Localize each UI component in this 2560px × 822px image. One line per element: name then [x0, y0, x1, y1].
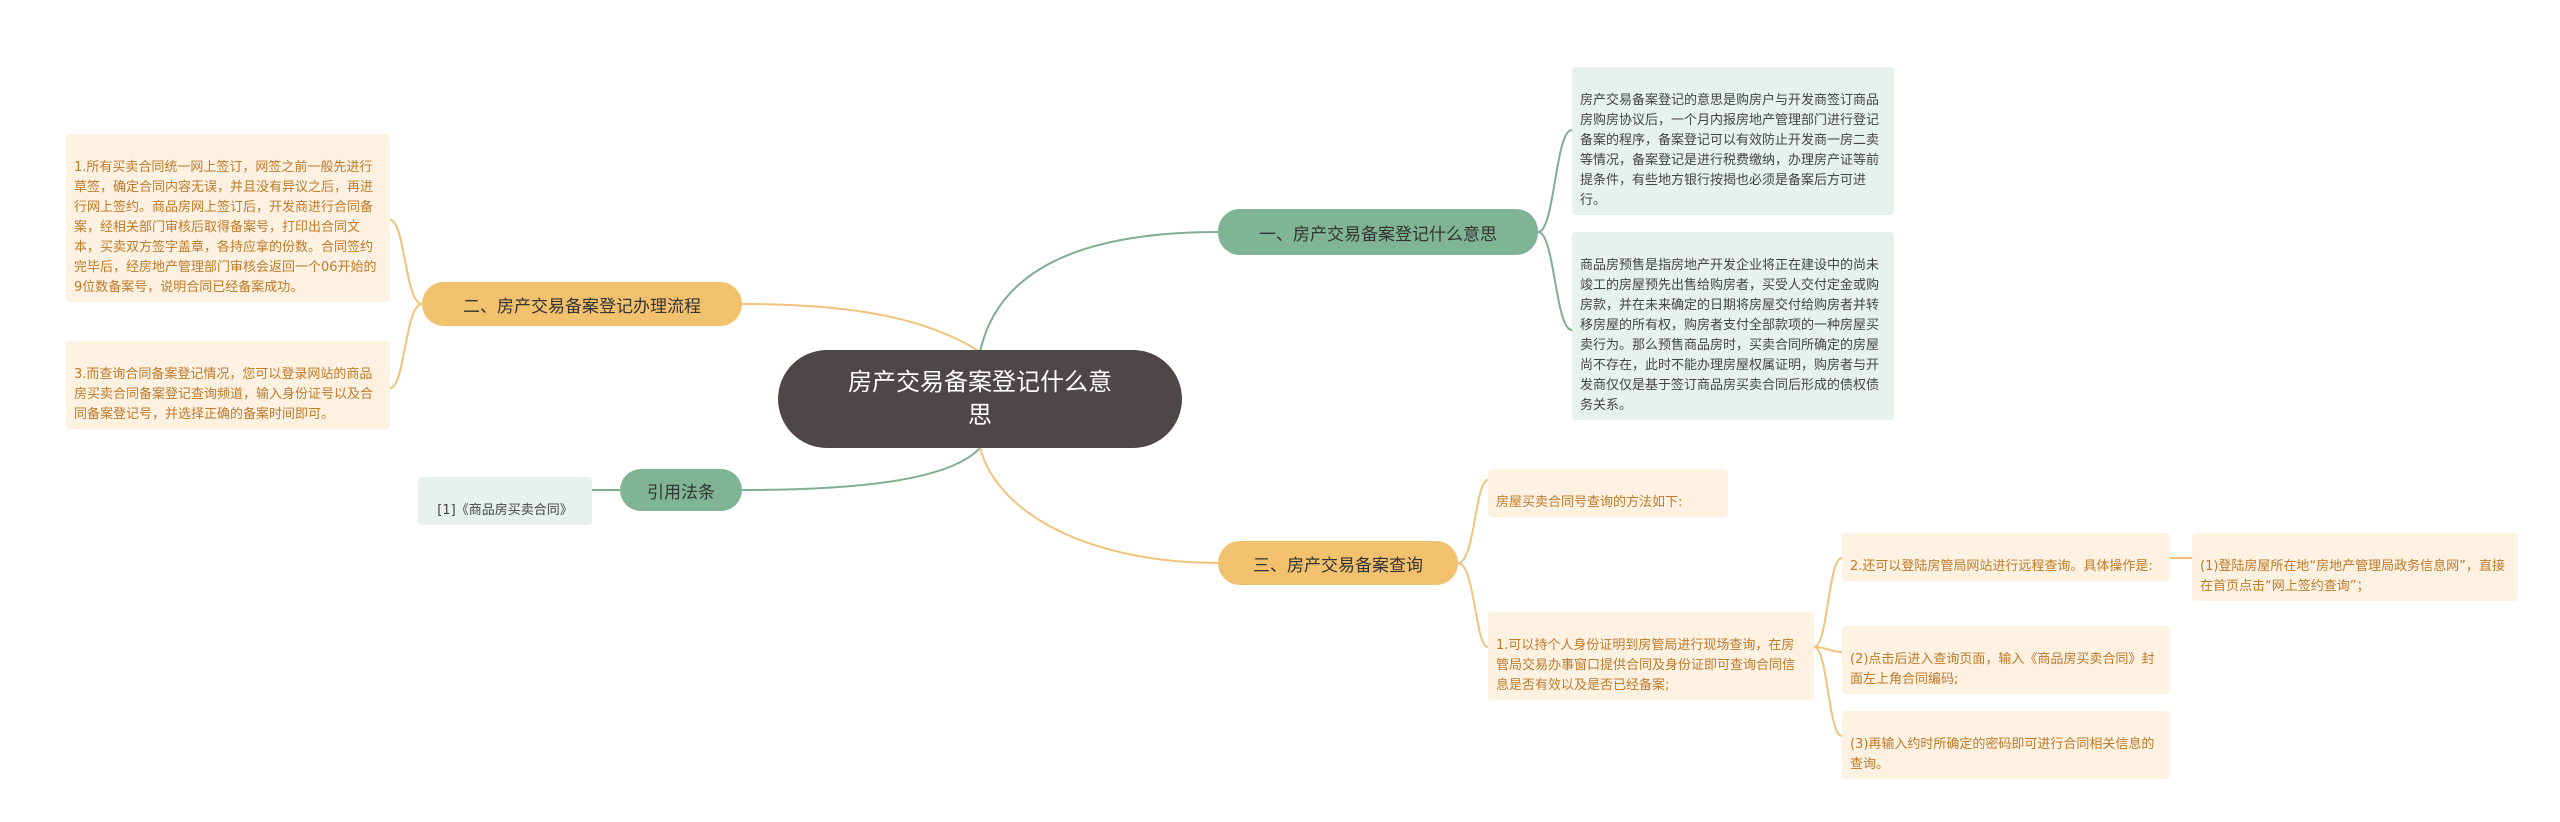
- link-method1-method2: [1813, 557, 1843, 648]
- branch-meaning[interactable]: 一、房产交易备案登记什么意思: [1218, 209, 1538, 255]
- leaf-query-method1: 1.可以持个人身份证明到房管局进行现场查询，在房管局交易办事窗口提供合同及身份证…: [1488, 612, 1814, 700]
- leaf-legal-contract: [1]《商品房买卖合同》: [418, 477, 592, 525]
- branch-query[interactable]: 三、房产交易备案查询: [1218, 541, 1458, 585]
- link-b1-item2: [1537, 231, 1573, 331]
- link-method1-step2: [1813, 646, 1843, 653]
- link-root-b1: [979, 231, 1219, 353]
- leaf-meaning-definition: 房产交易备案登记的意思是购房户与开发商签订商品房购房协议后，一个月内报房地产管理…: [1572, 67, 1894, 215]
- branch-legal-reference[interactable]: 引用法条: [620, 469, 742, 511]
- leaf-query-intro-text: 房屋买卖合同号查询的方法如下:: [1496, 495, 1683, 510]
- leaf-query-step2: (2)点击后进入查询页面，输入《商品房买卖合同》封面左上角合同编码;: [1842, 626, 2170, 694]
- leaf-query-method1-text: 1.可以持个人身份证明到房管局进行现场查询，在房管局交易办事窗口提供合同及身份证…: [1496, 638, 1796, 693]
- root-topic[interactable]: 房产交易备案登记什么意思: [778, 350, 1182, 448]
- link-b4-intro: [1457, 479, 1489, 564]
- branch-query-label: 三、房产交易备案查询: [1253, 555, 1423, 576]
- leaf-process-step3-text: 3.而查询合同备案登记情况，您可以登录网站的商品房买卖合同备案登记查询频道，输入…: [74, 367, 374, 422]
- branch-process-label: 二、房产交易备案登记办理流程: [463, 296, 701, 317]
- link-root-b4: [979, 447, 1219, 564]
- leaf-meaning-presale-text: 商品房预售是指房地产开发企业将正在建设中的尚未竣工的房屋预先出售给购房者，买受人…: [1580, 258, 1880, 413]
- leaf-process-step3: 3.而查询合同备案登记情况，您可以登录网站的商品房买卖合同备案登记查询频道，输入…: [66, 341, 390, 429]
- leaf-query-step1: (1)登陆房屋所在地“房地产管理局政务信息网”，直接在首页点击“网上签约查询”；: [2192, 533, 2518, 601]
- link-method1-step3: [1813, 646, 1843, 737]
- leaf-query-step3: (3)再输入约时所确定的密码即可进行合同相关信息的查询。: [1842, 711, 2170, 779]
- branch-process[interactable]: 二、房产交易备案登记办理流程: [422, 282, 742, 326]
- leaf-query-step2-text: (2)点击后进入查询页面，输入《商品房买卖合同》封面左上角合同编码;: [1850, 652, 2155, 687]
- leaf-query-step3-text: (3)再输入约时所确定的密码即可进行合同相关信息的查询。: [1850, 737, 2155, 772]
- link-b4-method1: [1457, 562, 1489, 648]
- leaf-query-method2-text: 2.还可以登陆房管局网站进行远程查询。具体操作是:: [1850, 559, 2153, 574]
- link-b2-item2: [389, 303, 423, 389]
- link-root-b3: [741, 447, 981, 491]
- leaf-process-step1: 1.所有买卖合同统一网上签订，网签之前一般先进行草签，确定合同内容无误，并且没有…: [66, 134, 390, 302]
- link-b1-item1: [1537, 129, 1573, 233]
- leaf-meaning-definition-text: 房产交易备案登记的意思是购房户与开发商签订商品房购房协议后，一个月内报房地产管理…: [1580, 93, 1880, 208]
- root-title: 房产交易备案登记什么意思: [848, 368, 1112, 429]
- leaf-legal-contract-text: [1]《商品房买卖合同》: [437, 503, 573, 518]
- leaf-process-step1-text: 1.所有买卖合同统一网上签订，网签之前一般先进行草签，确定合同内容无误，并且没有…: [74, 160, 377, 295]
- branch-legal-reference-label: 引用法条: [647, 482, 715, 503]
- leaf-query-step1-text: (1)登陆房屋所在地“房地产管理局政务信息网”，直接在首页点击“网上签约查询”；: [2200, 559, 2505, 594]
- leaf-query-intro: 房屋买卖合同号查询的方法如下:: [1488, 469, 1728, 517]
- leaf-meaning-presale: 商品房预售是指房地产开发企业将正在建设中的尚未竣工的房屋预先出售给购房者，买受人…: [1572, 232, 1894, 420]
- branch-meaning-label: 一、房产交易备案登记什么意思: [1259, 224, 1497, 245]
- link-root-b2: [741, 303, 981, 353]
- link-b2-item1: [389, 219, 423, 305]
- leaf-query-method2: 2.还可以登陆房管局网站进行远程查询。具体操作是:: [1842, 533, 2170, 581]
